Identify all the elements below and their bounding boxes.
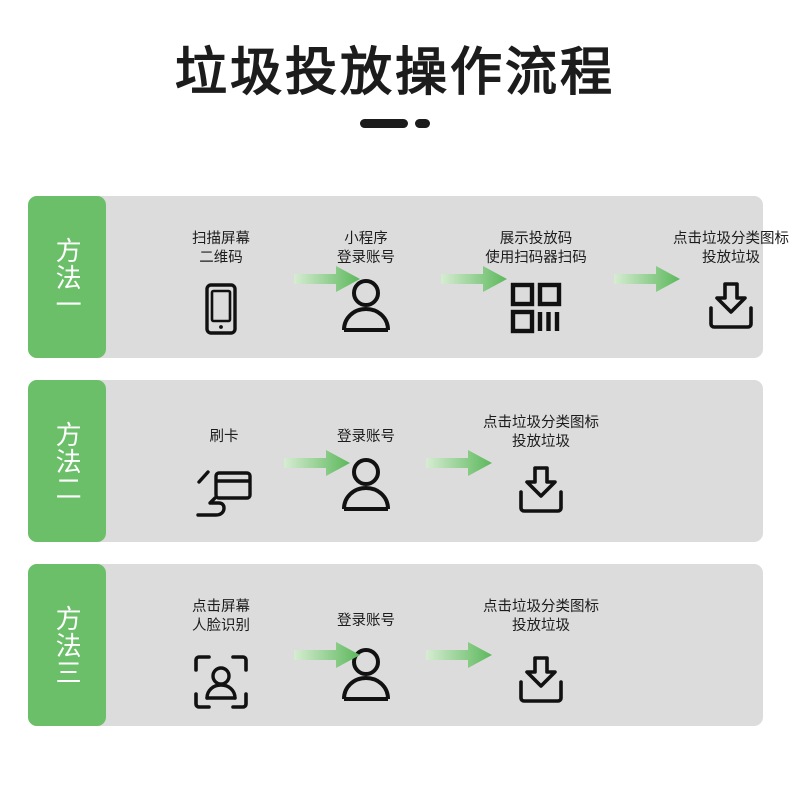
flow-arrow-icon: [426, 564, 492, 802]
flow-arrow-icon: [426, 380, 492, 610]
flow-arrow-icon: [294, 564, 360, 802]
step-1: 点击屏幕 人脸识别: [166, 564, 276, 726]
step-label: 小程序 登录账号: [337, 231, 395, 267]
flow-arrow-icon: [294, 196, 360, 426]
smartphone-icon: [201, 282, 241, 336]
step-1: 刷卡: [179, 380, 269, 542]
step-3: 展示投放码 使用扫码器扫码: [461, 196, 611, 358]
step-sequence: 扫描屏幕 二维码 小程序 登录账号 展示投放码 使用扫码器扫码 点击垃圾分类图标…: [106, 196, 789, 358]
method-row: 方法一扫描屏幕 二维码 小程序 登录账号 展示投放码 使用扫码器扫码 点击垃圾分…: [28, 196, 789, 358]
step-label: 登录账号: [337, 613, 395, 629]
method-badge-label: 方法三: [52, 604, 83, 686]
download-tray-icon: [514, 654, 568, 708]
method-badge-3: 方法三: [28, 564, 106, 726]
person-icon: [340, 647, 392, 702]
method-badge-2: 方法二: [28, 380, 106, 542]
step-label: 点击屏幕 人脸识别: [192, 599, 250, 635]
header: 垃圾投放操作流程: [0, 0, 790, 130]
step-3: 点击垃圾分类图标 投放垃圾: [461, 380, 621, 542]
step-2: 登录账号: [311, 380, 421, 542]
method-row: 方法二刷卡 登录账号 点击垃圾分类图标 投放垃圾: [28, 380, 763, 542]
qrcode-icon: [510, 282, 562, 334]
step-sequence: 点击屏幕 人脸识别 登录账号 点击垃圾分类图标 投放垃圾: [106, 564, 763, 726]
person-icon: [340, 278, 392, 333]
divider-dash-icon: [360, 119, 408, 129]
title-divider: [0, 118, 790, 130]
step-4: 点击垃圾分类图标 投放垃圾: [651, 196, 790, 358]
step-label: 点击垃圾分类图标 投放垃圾: [673, 231, 789, 267]
method-badge-1: 方法一: [28, 196, 106, 358]
download-tray-icon: [704, 280, 758, 334]
method-row: 方法三点击屏幕 人脸识别 登录账号 点击垃圾分类图标 投放垃圾: [28, 564, 763, 726]
divider-dot-icon: [415, 119, 430, 129]
person-icon: [340, 457, 392, 512]
step-sequence: 刷卡 登录账号 点击垃圾分类图标 投放垃圾: [106, 380, 763, 542]
method-badge-label: 方法二: [52, 420, 83, 502]
step-label: 扫描屏幕 二维码: [192, 231, 250, 267]
card-swipe-icon: [194, 469, 254, 519]
page-title: 垃圾投放操作流程: [174, 44, 615, 102]
step-3: 点击垃圾分类图标 投放垃圾: [461, 564, 621, 726]
flow-arrow-icon: [441, 196, 507, 426]
infographic-page: 垃圾投放操作流程 方法一扫描屏幕 二维码 小程序 登录账号 展示投放码 使用扫码…: [0, 0, 790, 748]
step-1: 扫描屏幕 二维码: [166, 196, 276, 358]
step-label: 点击垃圾分类图标 投放垃圾: [483, 415, 599, 451]
method-badge-label: 方法一: [52, 236, 83, 318]
step-2: 登录账号: [311, 564, 421, 726]
step-2: 小程序 登录账号: [311, 196, 421, 358]
flow-arrow-icon: [614, 196, 680, 426]
face-recognition-icon: [193, 654, 249, 710]
step-label: 登录账号: [337, 429, 395, 445]
download-tray-icon: [514, 464, 568, 518]
flow-arrow-icon: [284, 380, 350, 610]
step-label: 点击垃圾分类图标 投放垃圾: [483, 599, 599, 635]
step-label: 展示投放码 使用扫码器扫码: [485, 231, 587, 267]
method-rows: 方法一扫描屏幕 二维码 小程序 登录账号 展示投放码 使用扫码器扫码 点击垃圾分…: [28, 196, 789, 748]
step-label: 刷卡: [209, 429, 239, 445]
